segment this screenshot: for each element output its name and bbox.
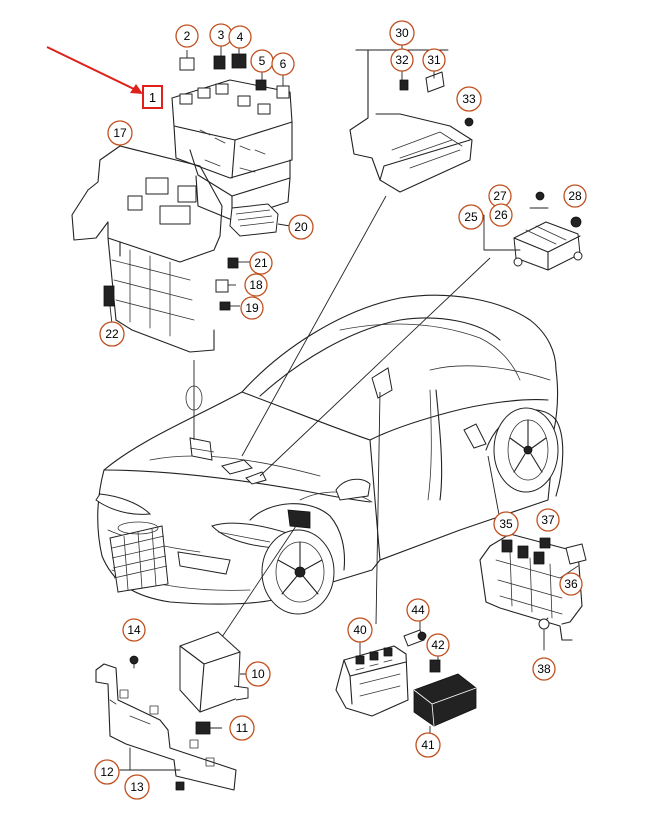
callout-13[interactable]: 13 (124, 774, 150, 800)
relay-carrier-drawing (171, 79, 293, 221)
control-unit-part-25 (483, 191, 583, 271)
svg-text:27: 27 (493, 189, 507, 203)
callout-10[interactable]: 10 (245, 661, 271, 687)
svg-text:26: 26 (494, 208, 508, 222)
svg-text:5: 5 (259, 54, 266, 68)
fuse-holder-part-17 (71, 141, 223, 353)
callout-27[interactable]: 27 (488, 184, 512, 208)
callout-2[interactable]: 2 (175, 24, 199, 48)
svg-text:35: 35 (499, 517, 513, 531)
svg-text:25: 25 (464, 210, 478, 224)
callout-32[interactable]: 32 (390, 48, 414, 72)
callout-30[interactable]: 30 (389, 20, 415, 46)
svg-text:33: 33 (462, 92, 476, 106)
svg-text:11: 11 (236, 721, 249, 735)
callout-12[interactable]: 12 (94, 759, 120, 785)
callout-19[interactable]: 19 (240, 296, 264, 320)
svg-text:20: 20 (294, 220, 308, 234)
relay-parts-top (179, 46, 290, 99)
svg-text:37: 37 (541, 513, 555, 527)
callout-4[interactable]: 4 (228, 25, 252, 49)
svg-text:1: 1 (149, 90, 156, 105)
callout-37[interactable]: 37 (536, 508, 560, 532)
callout-11[interactable]: 11 (229, 715, 255, 741)
front-wheel (261, 529, 335, 615)
svg-text:19: 19 (245, 301, 259, 315)
callout-25[interactable]: 25 (458, 204, 484, 230)
svg-text:18: 18 (249, 278, 263, 292)
callout-22[interactable]: 22 (99, 321, 125, 347)
side-mirror (335, 478, 371, 501)
callout-44[interactable]: 44 (406, 598, 430, 622)
svg-text:3: 3 (218, 28, 225, 42)
callout-26[interactable]: 26 (489, 203, 513, 227)
relay-carrier-part-35 (479, 533, 587, 651)
callout-40[interactable]: 40 (347, 617, 373, 643)
car-location-markers (189, 367, 487, 529)
callout-6[interactable]: 6 (271, 52, 295, 76)
grille (109, 521, 169, 593)
svg-text:28: 28 (568, 189, 582, 203)
callout-35[interactable]: 35 (493, 511, 519, 537)
svg-text:36: 36 (564, 577, 578, 591)
callout-28[interactable]: 28 (563, 184, 587, 208)
highlight-box-part-1[interactable]: 1 (142, 85, 163, 109)
svg-text:17: 17 (113, 126, 127, 140)
svg-text:32: 32 (395, 53, 409, 67)
relay-carrier-part-40 (335, 639, 409, 717)
control-module-part-30 (349, 41, 474, 193)
callout-33[interactable]: 33 (456, 86, 482, 112)
svg-text:30: 30 (395, 26, 409, 40)
svg-text:2: 2 (184, 29, 191, 43)
highlight-arrow (46, 46, 143, 94)
svg-text:40: 40 (353, 623, 367, 637)
callout-36[interactable]: 36 (559, 572, 583, 596)
callout-5[interactable]: 5 (250, 49, 274, 73)
callout-21[interactable]: 21 (249, 251, 273, 275)
connector-part-20 (229, 203, 291, 237)
callout-38[interactable]: 38 (532, 657, 556, 681)
callout-17[interactable]: 17 (107, 120, 133, 146)
callout-42[interactable]: 42 (426, 633, 450, 657)
mounting-bracket-part-12 (95, 655, 237, 791)
svg-text:13: 13 (130, 780, 144, 794)
svg-text:22: 22 (105, 327, 119, 341)
rear-wheel (493, 407, 559, 493)
location-leader-lines (185, 195, 501, 641)
svg-text:21: 21 (254, 256, 268, 270)
module-part-41 (413, 673, 477, 744)
svg-text:14: 14 (127, 623, 141, 637)
callout-14[interactable]: 14 (122, 618, 146, 642)
callout-20[interactable]: 20 (288, 214, 314, 240)
callout-41[interactable]: 41 (415, 732, 441, 758)
svg-text:12: 12 (100, 765, 114, 779)
callout-18[interactable]: 18 (244, 273, 268, 297)
svg-text:44: 44 (411, 603, 425, 617)
svg-text:41: 41 (421, 738, 435, 752)
svg-text:4: 4 (237, 30, 244, 44)
control-unit-part-10 (179, 631, 249, 735)
small-parts-18-19-21-22 (103, 257, 250, 325)
svg-text:31: 31 (427, 53, 441, 67)
svg-text:6: 6 (280, 57, 287, 71)
callout-31[interactable]: 31 (422, 48, 446, 72)
svg-text:10: 10 (251, 667, 265, 681)
svg-text:38: 38 (537, 662, 551, 676)
svg-text:42: 42 (431, 638, 445, 652)
